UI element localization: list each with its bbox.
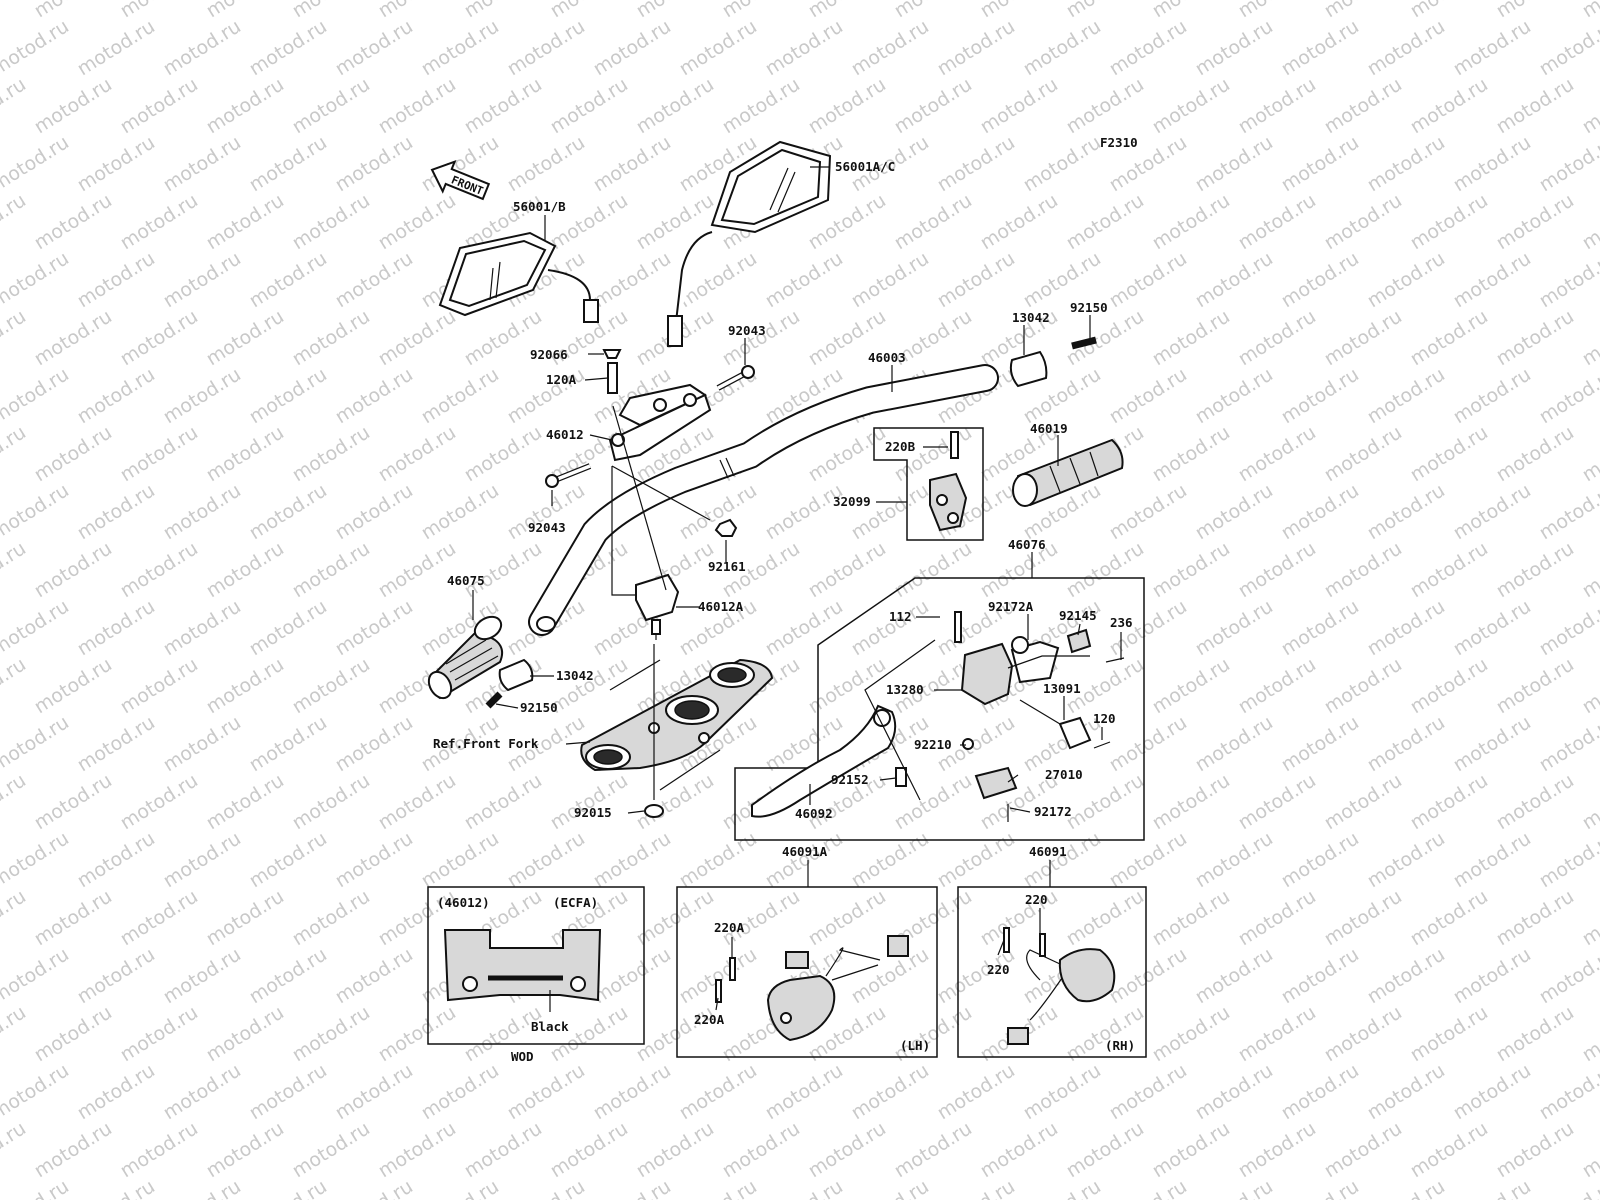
weight-13042-right xyxy=(1009,350,1048,388)
handlebar-clamp-upper xyxy=(608,383,712,462)
label-ecfa: (ECFA) xyxy=(553,895,598,910)
handlebar xyxy=(528,364,999,636)
leader-lines xyxy=(472,166,1122,1012)
label-92161: 92161 xyxy=(708,559,746,574)
label-92066: 92066 xyxy=(530,347,568,362)
label-46003: 46003 xyxy=(868,350,906,365)
label-120a: 120A xyxy=(546,372,577,387)
triple-clamp-upper xyxy=(580,658,774,772)
clamp-detail-box xyxy=(427,886,645,1045)
label-220b: 220B xyxy=(885,439,916,454)
right-switch-box xyxy=(957,886,1147,1058)
left-mirror xyxy=(438,231,599,323)
label-46092: 46092 xyxy=(795,806,833,821)
label-92043-lower: 92043 xyxy=(528,520,566,535)
label-46012a: 46012A xyxy=(698,599,744,614)
label-92015: 92015 xyxy=(574,805,612,820)
label-rh: (RH) xyxy=(1105,1038,1135,1053)
label-ref-front-fork: Ref.Front Fork xyxy=(433,736,539,751)
label-92043-upper: 92043 xyxy=(728,323,766,338)
part-labels: 56001/B 56001A/C 92043 92066 120A 46003 … xyxy=(433,159,1135,1064)
label-wod: WOD xyxy=(511,1049,534,1064)
label-13042-right: 13042 xyxy=(1012,310,1050,325)
label-black: Black xyxy=(531,1019,569,1034)
label-46019: 46019 xyxy=(1030,421,1068,436)
label-32099: 32099 xyxy=(833,494,871,509)
label-46091: 46091 xyxy=(1029,844,1067,859)
diagram-code: F2310 xyxy=(1100,135,1138,150)
brake-lever xyxy=(751,704,897,818)
label-27010: 27010 xyxy=(1045,767,1083,782)
label-120: 120 xyxy=(1093,711,1116,726)
label-220-upper: 220 xyxy=(1025,892,1048,907)
throttle-housing-box xyxy=(873,427,984,541)
label-92150-right: 92150 xyxy=(1070,300,1108,315)
label-92172: 92172 xyxy=(1034,804,1072,819)
label-13042-left: 13042 xyxy=(556,668,594,683)
nut-92015 xyxy=(644,804,664,818)
label-92172a: 92172A xyxy=(988,599,1034,614)
label-112: 112 xyxy=(889,609,912,624)
label-220-lower: 220 xyxy=(987,962,1010,977)
label-46012-paren: (46012) xyxy=(437,895,490,910)
label-56001-b: 56001/B xyxy=(513,199,566,214)
label-46012: 46012 xyxy=(546,427,584,442)
label-220a-upper: 220A xyxy=(714,920,745,935)
label-56001-a-c: 56001A/C xyxy=(835,159,895,174)
left-grip xyxy=(427,615,504,700)
label-236: 236 xyxy=(1110,615,1133,630)
cap-92066 xyxy=(602,349,622,359)
bolt-120a xyxy=(607,362,618,394)
screw-92150-left xyxy=(485,691,503,709)
label-13280: 13280 xyxy=(886,682,924,697)
handlebar-clamp-lower xyxy=(635,573,680,640)
weight-13042-left xyxy=(498,658,534,692)
nut-92161 xyxy=(714,518,738,537)
left-switch-box xyxy=(676,886,938,1058)
label-92210: 92210 xyxy=(914,737,952,752)
label-46076: 46076 xyxy=(1008,537,1046,552)
right-mirror xyxy=(667,140,832,347)
bolt-92043-upper xyxy=(716,365,755,391)
label-13091: 13091 xyxy=(1043,681,1081,696)
label-46091a: 46091A xyxy=(782,844,828,859)
screw-92150-right xyxy=(1071,336,1097,350)
bolt-92043-lower xyxy=(545,463,592,488)
label-lh: (LH) xyxy=(900,1038,930,1053)
throttle-grip xyxy=(1012,438,1124,507)
front-arrow-icon: FRONT xyxy=(430,159,491,201)
lever-assembly-box xyxy=(734,577,1145,841)
label-92150-left: 92150 xyxy=(520,700,558,715)
label-92145: 92145 xyxy=(1059,608,1097,623)
label-92152: 92152 xyxy=(831,772,869,787)
label-46075: 46075 xyxy=(447,573,485,588)
label-220a-lower: 220A xyxy=(694,1012,725,1027)
